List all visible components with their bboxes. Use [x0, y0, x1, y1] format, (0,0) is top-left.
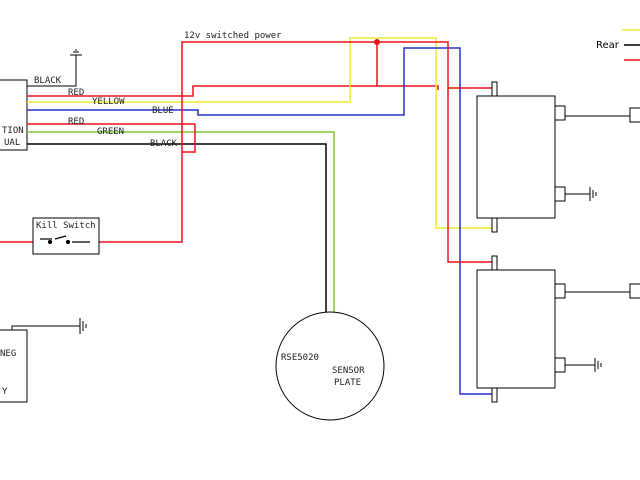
- ignition-module: [0, 79, 28, 151]
- label-wire-yellow: YELLOW: [92, 97, 125, 107]
- label-wire-green: GREEN: [97, 127, 124, 137]
- coil-bottom: [476, 269, 556, 389]
- ground-symbol-coil-top: [589, 187, 597, 201]
- plug-bottom: [629, 283, 640, 299]
- label-wire-black-2: BLACK: [150, 139, 178, 149]
- ignition-label-line1: TION: [2, 126, 24, 136]
- sensor-plate: [275, 311, 385, 421]
- ground-symbol-coil-bottom: [594, 358, 602, 372]
- coil-top-term-ground: [554, 186, 566, 202]
- label-wire-black-1: BLACK: [34, 76, 62, 86]
- label-wire-red-1: RED: [68, 88, 84, 98]
- wire-black-neg-ground: [11, 325, 80, 330]
- wire-red-switched-branch: [447, 88, 497, 263]
- wire-black-ground: [27, 55, 77, 87]
- sensor-id-label: RSE5020: [281, 353, 319, 363]
- wire-red-1: [27, 85, 439, 97]
- wire-yellow: [27, 37, 497, 229]
- plug-top: [629, 107, 640, 123]
- coil-top-term-power: [491, 81, 498, 97]
- coil-top-term-signal: [491, 217, 498, 233]
- coil-top: [476, 95, 556, 219]
- neg-label-line1: NEG: [0, 349, 16, 359]
- junction-dot: [374, 39, 380, 45]
- legend-rear-label: Rear: [596, 40, 620, 51]
- coil-bottom-term-ground: [554, 357, 566, 373]
- ground-symbol-neg: [79, 318, 87, 334]
- neg-box: [0, 329, 28, 403]
- coil-bottom-term-signal: [491, 387, 498, 403]
- wire-blue: [27, 47, 497, 395]
- sensor-label-line1: SENSOR: [332, 366, 365, 376]
- label-wire-blue: BLUE: [152, 106, 174, 116]
- neg-label-line2: Y: [2, 387, 8, 397]
- label-switched-power: 12v switched power: [184, 31, 282, 41]
- wire-green: [27, 131, 335, 318]
- ground-symbol-top: [70, 49, 82, 56]
- wire-black-2: [27, 143, 327, 318]
- coil-top-term-out: [554, 105, 566, 121]
- sensor-label-line2: PLATE: [334, 378, 361, 388]
- wire-red-loop-inner: [182, 124, 196, 153]
- coil-bottom-term-power: [491, 255, 498, 271]
- label-wire-red-2: RED: [68, 117, 84, 127]
- wire-red-switched-main: [377, 41, 497, 89]
- coil-bottom-term-out: [554, 283, 566, 299]
- kill-switch-label: Kill Switch: [36, 221, 96, 231]
- ignition-label-line2: UAL: [4, 138, 20, 148]
- kill-switch-contacts-icon: [40, 235, 90, 245]
- wire-red-switched-loop: [181, 41, 378, 240]
